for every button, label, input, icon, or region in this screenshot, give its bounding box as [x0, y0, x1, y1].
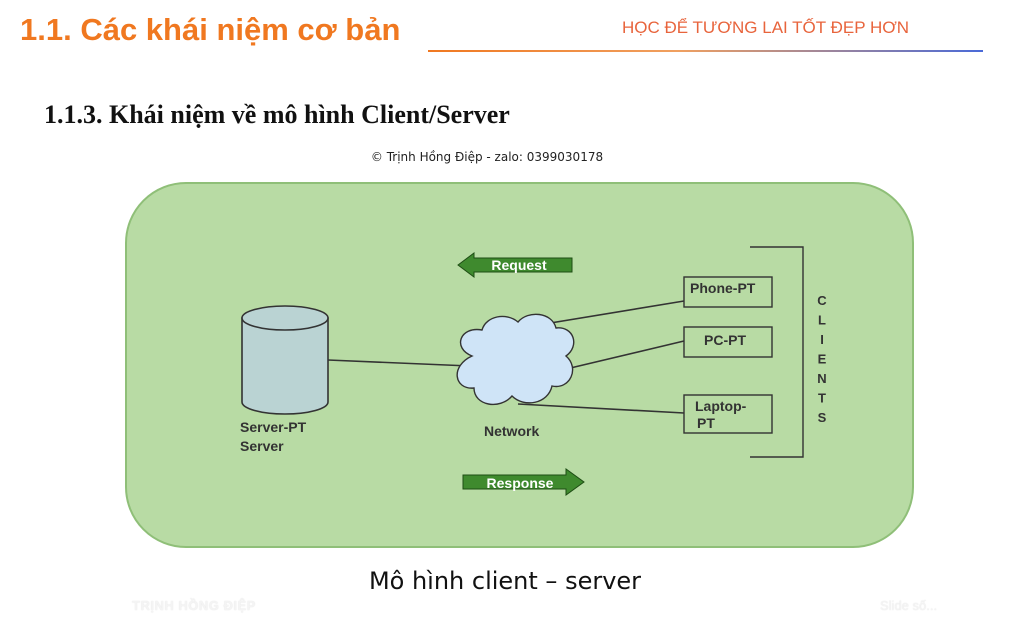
copyright-note: © Trịnh Hồng Điệp - zalo: 0399030178: [370, 150, 604, 164]
phone-client-label: Phone-PT: [690, 280, 756, 296]
server-body: [241, 317, 329, 415]
clients-letter: L: [818, 313, 826, 328]
laptop-client-label-line2: PT: [697, 415, 715, 431]
laptop-client-box: [683, 394, 773, 434]
slide-title: 1.1. Các khái niệm cơ bản: [20, 12, 401, 47]
network-laptop-link: [517, 403, 685, 414]
request-arrow: [457, 252, 573, 278]
clients-bracket: [750, 246, 804, 458]
footer-slide-number: Slide số...: [880, 598, 938, 613]
network-pc-link: [561, 340, 685, 371]
network-label: Network: [484, 423, 539, 439]
server-network-link: [327, 359, 471, 367]
laptop-client-label-line1: Laptop-: [695, 398, 747, 414]
response-arrow: [462, 468, 585, 496]
footer-author: TRỊNH HỒNG ĐIỆP: [132, 598, 256, 613]
server-label-line1: Server-PT: [240, 419, 307, 435]
phone-client-box: [683, 276, 773, 308]
clients-letter: N: [817, 371, 826, 386]
header-divider: [428, 50, 983, 52]
clients-letter: E: [818, 352, 827, 367]
response-label: Response: [487, 475, 554, 491]
pc-client-box: [683, 326, 773, 358]
clients-letter: I: [820, 332, 824, 347]
diagram-caption: Mô hình client – server: [368, 567, 642, 595]
clients-letter: S: [818, 410, 827, 425]
server-top: [241, 305, 329, 331]
clients-letter: C: [817, 293, 827, 308]
clients-letter: T: [818, 391, 826, 406]
section-title: 1.1.3. Khái niệm về mô hình Client/Serve…: [44, 100, 510, 129]
network-cloud-icon: [456, 313, 575, 406]
server-label-line2: Server: [240, 438, 284, 454]
slogan: HỌC ĐỂ TƯƠNG LAI TỐT ĐẸP HƠN: [622, 18, 910, 37]
request-label: Request: [491, 257, 547, 273]
server-icon: [241, 305, 329, 415]
pc-client-label: PC-PT: [704, 332, 746, 348]
